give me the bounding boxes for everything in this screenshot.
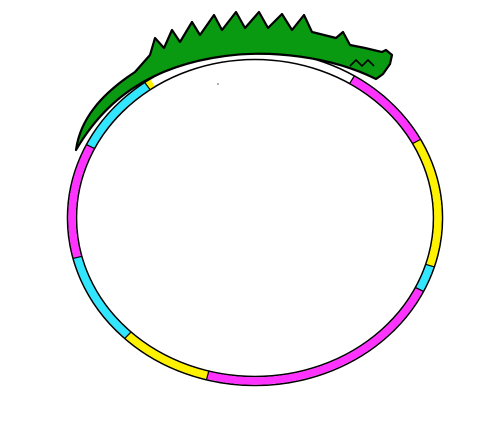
ring-segment-yellow[interactable]	[145, 79, 155, 90]
ring-segment-magenta[interactable]	[68, 144, 94, 259]
ring-segment-yellow[interactable]	[413, 139, 442, 267]
ring-inner-outline	[75, 58, 435, 378]
ring-segment-divider	[414, 286, 425, 293]
ring-segment-cyan[interactable]	[87, 82, 150, 149]
ring-segment-divider	[348, 75, 356, 85]
ring-segment-cyan[interactable]	[73, 256, 131, 339]
ring-segment-yellow[interactable]	[125, 332, 209, 380]
striped-ring[interactable]	[66, 49, 444, 387]
ring-segment-divider	[411, 138, 422, 145]
crocodile-body[interactable]	[74, 10, 394, 152]
ring-segment-divider	[144, 81, 151, 91]
ring-segment-divider	[205, 370, 210, 381]
ring-segment-divider	[123, 331, 132, 340]
crocodile[interactable]	[74, 10, 394, 152]
ring-segment-magenta[interactable]	[206, 287, 423, 385]
ring-segment-divider	[425, 263, 435, 268]
ring-segment-magenta[interactable]	[350, 76, 420, 144]
ring-segment-divider	[72, 255, 83, 260]
nostril-dot	[217, 83, 219, 85]
crocodile-mouth-line	[349, 59, 375, 67]
ring-segment-divider	[85, 143, 96, 150]
